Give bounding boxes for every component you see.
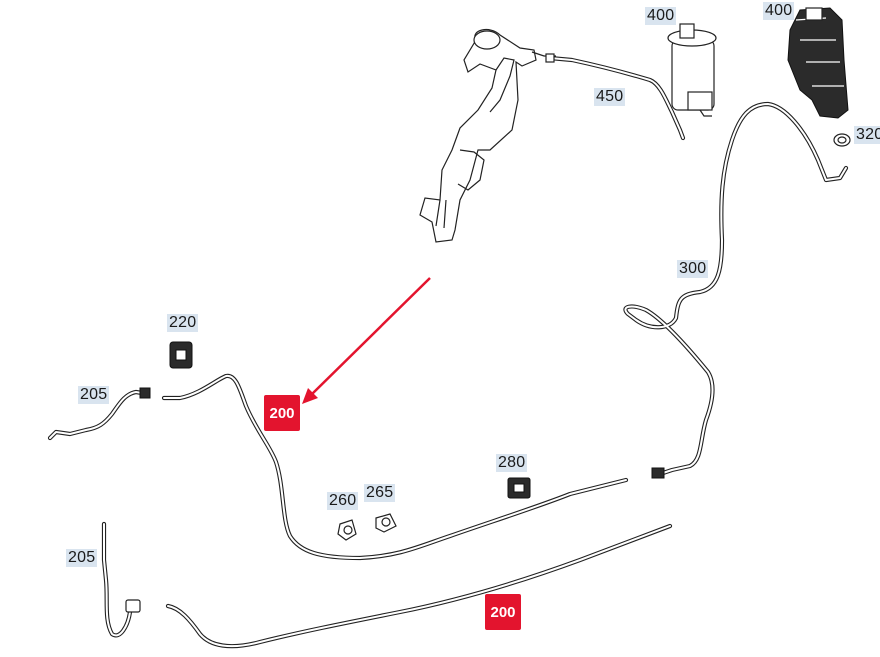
line-205-upper[interactable] <box>47 387 151 441</box>
clip-280[interactable] <box>507 477 531 499</box>
callout-265[interactable]: 265 <box>364 484 396 502</box>
line-200-lower[interactable] <box>165 523 673 649</box>
line-300[interactable] <box>623 101 849 479</box>
callout-280[interactable]: 280 <box>496 454 528 472</box>
callout-300[interactable]: 300 <box>677 260 709 278</box>
line-205-lower[interactable] <box>101 521 141 638</box>
filler-neck[interactable] <box>419 28 556 243</box>
callout-260[interactable]: 260 <box>327 492 359 510</box>
callout-220[interactable]: 220 <box>167 314 199 332</box>
callout-450[interactable]: 450 <box>594 88 626 106</box>
clamp-320[interactable] <box>833 133 851 147</box>
line-450[interactable] <box>545 53 686 141</box>
callout-320[interactable]: 320 <box>854 126 880 144</box>
callout-400-left[interactable]: 400 <box>645 7 677 25</box>
red-arrow-icon <box>302 277 431 404</box>
canister-400-right[interactable] <box>787 7 849 119</box>
line-200-selected[interactable] <box>161 373 629 561</box>
callout-400-right[interactable]: 400 <box>763 2 795 20</box>
clip-220[interactable] <box>169 341 193 369</box>
callout-205-lower[interactable]: 205 <box>66 549 98 567</box>
callout-205-upper[interactable]: 205 <box>78 386 110 404</box>
callout-200-lower[interactable]: 200 <box>485 594 521 630</box>
canister-400-left[interactable] <box>667 23 717 117</box>
clip-265[interactable] <box>375 513 397 533</box>
clip-260[interactable] <box>337 519 357 541</box>
callout-200-selected[interactable]: 200 <box>264 395 300 431</box>
